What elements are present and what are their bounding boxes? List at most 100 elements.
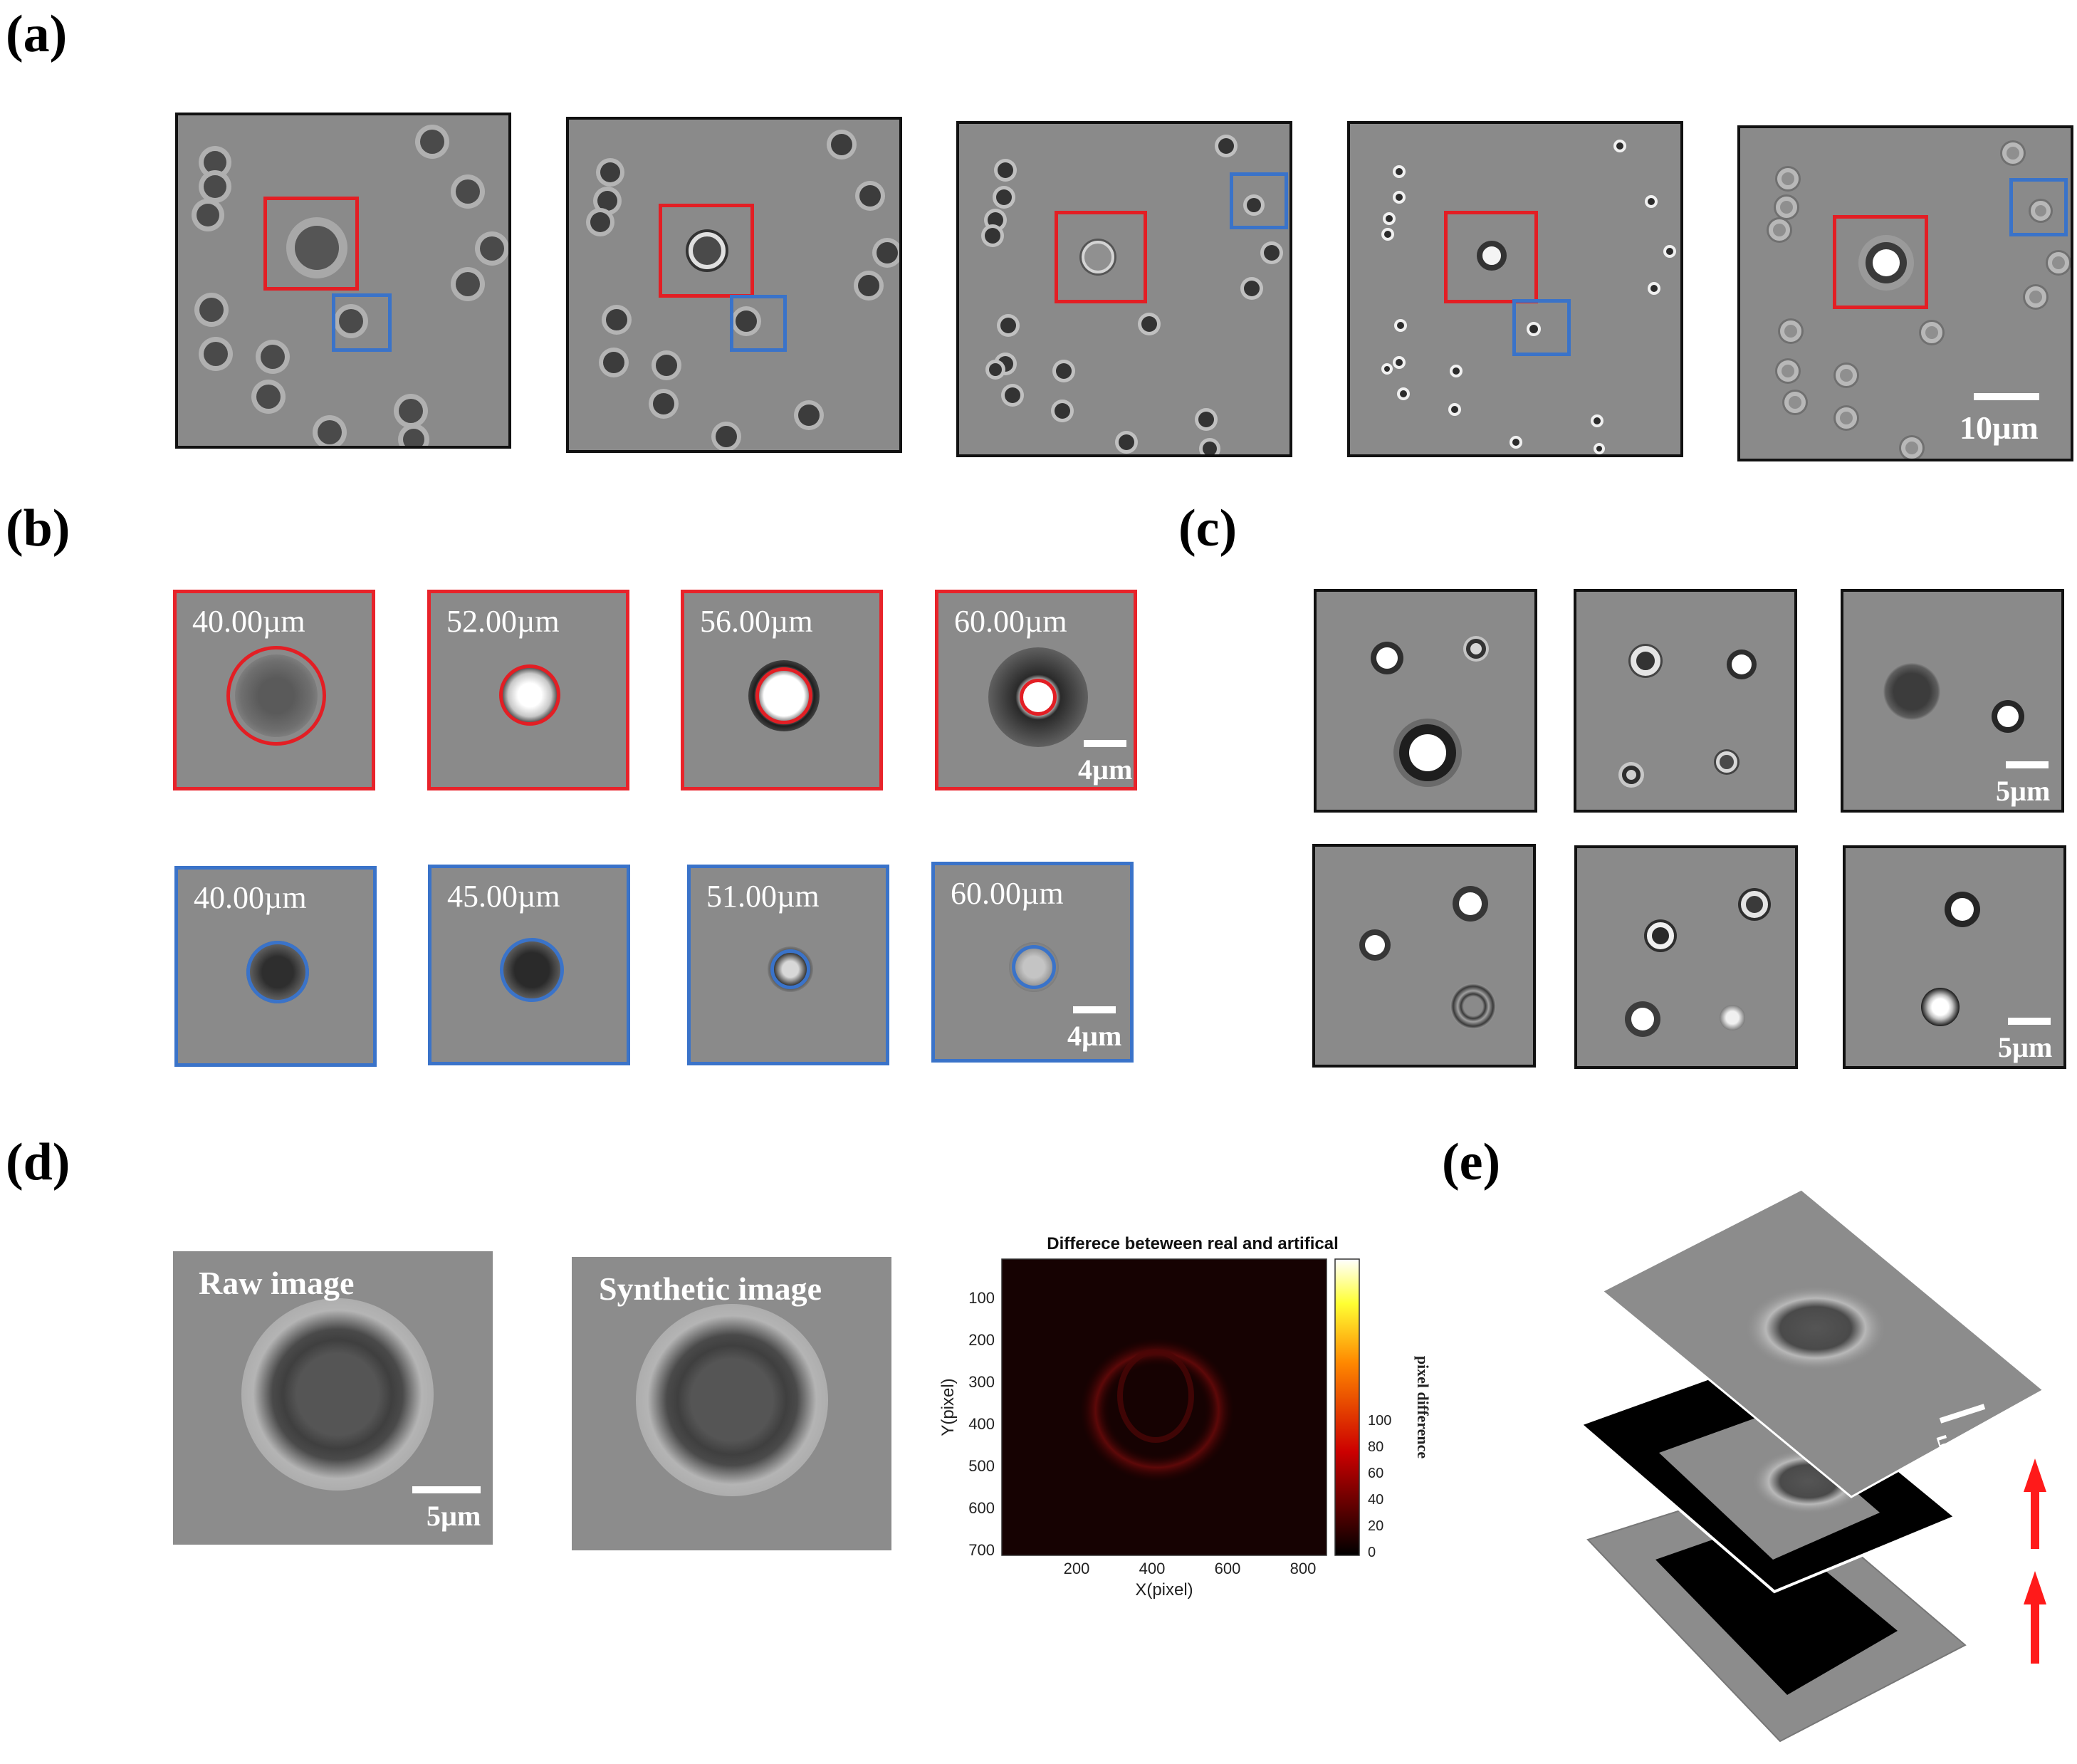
blue-roi-box [1512, 299, 1571, 356]
red-depth-image-1: 40.00µm [173, 590, 375, 790]
blue-fit-circle [246, 941, 309, 1003]
cell [1741, 891, 1768, 918]
cell [1365, 935, 1385, 955]
cell [1997, 706, 2019, 727]
cell [1716, 751, 1737, 773]
cell [456, 272, 480, 296]
x-tick-label: 200 [1064, 1560, 1090, 1577]
scale-bar [412, 1486, 481, 1493]
cell [1883, 663, 1940, 720]
y-tick-label: 400 [968, 1415, 995, 1433]
cell [716, 426, 737, 447]
scale-bar [2008, 1018, 2051, 1025]
panel-label-a: (a) [6, 5, 68, 63]
cell [1622, 766, 1641, 784]
colorbar-tick-label: 40 [1368, 1492, 1383, 1508]
cell [1720, 1005, 1745, 1030]
red-fit-circle [1020, 679, 1057, 716]
colorbar-label: pixel difference [1414, 1356, 1432, 1459]
cell-example-c4 [1312, 844, 1536, 1068]
cell [1381, 363, 1393, 375]
cell [1663, 245, 1676, 258]
cell [1951, 898, 1974, 921]
cell [1376, 647, 1398, 669]
cell [1450, 365, 1463, 377]
scale-bar [1084, 740, 1126, 747]
blue-depth-image-4: 60.00µm 4µm [931, 862, 1134, 1063]
cell [1393, 165, 1406, 178]
y-tick-label: 300 [968, 1373, 995, 1391]
secondary-cell [1247, 198, 1261, 212]
cell [1466, 639, 1486, 659]
target-cell [1873, 249, 1900, 276]
red-depth-image-4: 60.00µm 4µm [935, 590, 1137, 790]
cell [1055, 403, 1070, 419]
cell [1409, 734, 1446, 771]
scale-bar-label: 4µm [1067, 1020, 1122, 1052]
scale-bar [2006, 761, 2049, 768]
cell [606, 309, 627, 330]
heatmap-yticks: 100 200 300 400 500 600 700 [968, 1289, 995, 1559]
red-roi-box [659, 204, 754, 298]
cell [590, 212, 610, 232]
up-arrow-icon [2024, 1458, 2046, 1549]
colorbar-tick-label: 20 [1368, 1518, 1383, 1534]
cell [1056, 363, 1072, 379]
x-tick-label: 800 [1290, 1560, 1317, 1577]
target-cell [1082, 241, 1114, 273]
red-roi-box [263, 197, 359, 291]
scale-bar [1939, 1404, 1986, 1424]
cell-example-c3: 5µm [1841, 589, 2064, 813]
red-fit-circle [755, 667, 812, 724]
cell [798, 405, 820, 426]
cell [204, 342, 228, 366]
cell [1645, 195, 1658, 208]
cell [1776, 197, 1797, 218]
cell [636, 1304, 828, 1496]
cell [989, 363, 1002, 376]
colorbar-tick-label: 60 [1368, 1466, 1383, 1481]
panel-label-c: (c) [1178, 499, 1238, 558]
colorbar-ticks: 0 20 40 60 80 100 [1368, 1413, 1391, 1560]
blue-roi-box [1230, 172, 1288, 229]
secondary-cell [2031, 201, 2051, 221]
cell [1393, 191, 1406, 204]
cell [1631, 646, 1660, 676]
cell [653, 393, 674, 414]
cell-example-c6: 5µm [1843, 845, 2066, 1069]
depth-label: 60.00µm [951, 876, 1064, 911]
y-tick-label: 200 [968, 1331, 995, 1349]
cell [1613, 140, 1626, 152]
cell [2025, 286, 2046, 308]
blue-fit-circle [1012, 945, 1056, 989]
x-tick-label: 400 [1139, 1560, 1166, 1577]
panel-label-e: (e) [1442, 1133, 1501, 1191]
depth-label: 40.00µm [194, 880, 307, 915]
cell [1119, 434, 1134, 450]
heatmap-frame [1001, 1258, 1327, 1556]
depth-label: 60.00µm [954, 604, 1067, 639]
cell [1594, 443, 1605, 454]
cell [1218, 138, 1234, 154]
cell [199, 298, 224, 322]
cell [998, 162, 1013, 178]
cell [1510, 436, 1522, 449]
target-cell [1477, 241, 1507, 271]
blue-roi-box [2009, 178, 2068, 236]
secondary-cell [736, 310, 757, 332]
cell-example-c2 [1574, 589, 1797, 813]
red-fit-circle [499, 664, 560, 726]
colorbar-tick-label: 100 [1368, 1413, 1391, 1429]
cell [1198, 412, 1214, 427]
cell [1203, 442, 1217, 454]
scale-bar-label: 4µm [1078, 753, 1133, 786]
cell [1383, 212, 1396, 225]
scale-bar-label: 5µm [1998, 1031, 2053, 1063]
cell [403, 429, 424, 446]
cell [597, 191, 617, 211]
panel-label-b: (b) [6, 499, 70, 558]
y-tick-label: 600 [968, 1499, 995, 1517]
cell [1777, 360, 1799, 382]
cell [241, 1298, 434, 1491]
panel-label-d: (d) [6, 1133, 70, 1191]
